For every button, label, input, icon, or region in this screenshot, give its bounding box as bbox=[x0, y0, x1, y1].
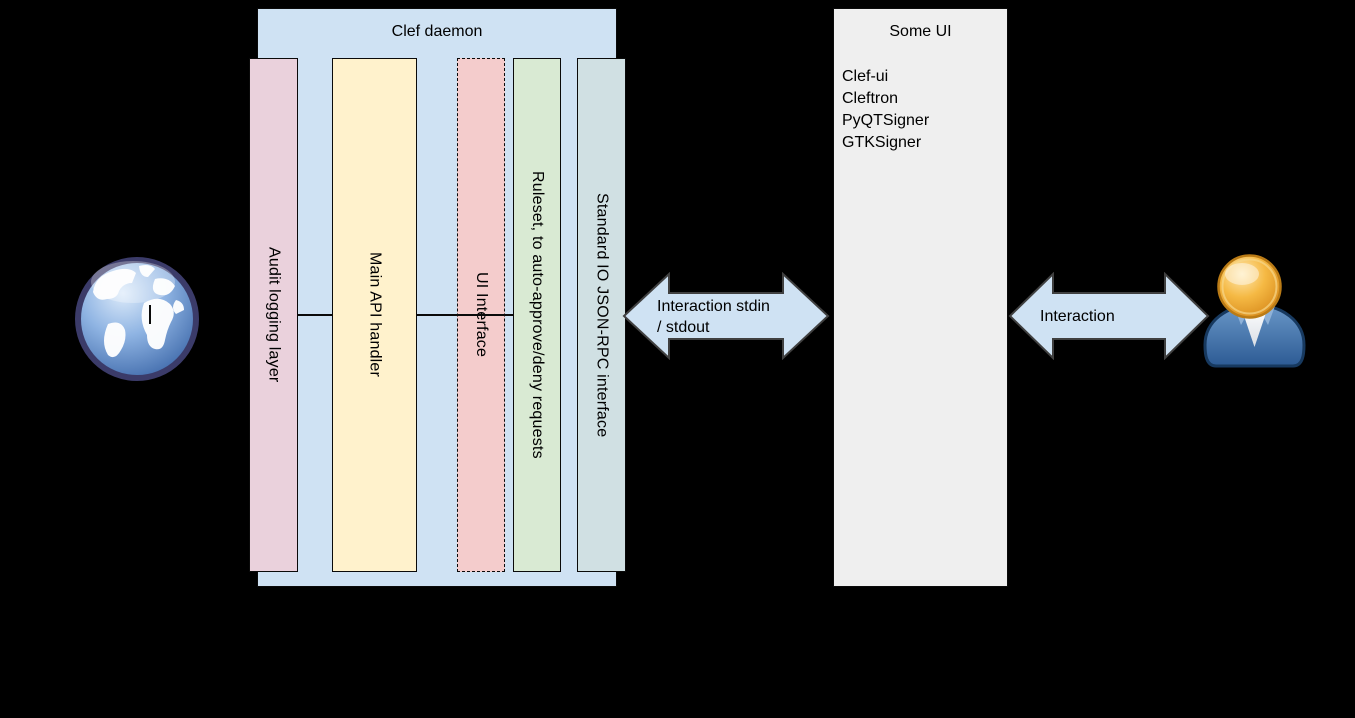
some-ui-list: Clef-ui Cleftron PyQTSigner GTKSigner bbox=[842, 66, 929, 154]
some-ui-title: Some UI bbox=[889, 23, 952, 40]
globe-connector-line bbox=[149, 305, 151, 324]
some-ui-item: Cleftron bbox=[842, 90, 899, 107]
some-ui-item: GTKSigner bbox=[842, 134, 922, 151]
layer-stdio-json-rpc-bar: Standard IO JSON-RPC interface bbox=[577, 58, 626, 572]
user-icon bbox=[1203, 254, 1306, 368]
user-interaction-arrow-icon bbox=[1008, 272, 1210, 360]
layer-main-api-handler-label: Main API handler bbox=[366, 252, 384, 378]
api-connector-line-right bbox=[417, 314, 513, 316]
clef-daemon-title: Clef daemon bbox=[391, 23, 483, 40]
stdio-interaction-arrow-label: Interaction stdin / stdout bbox=[657, 296, 770, 338]
some-ui-item: Clef-ui bbox=[842, 68, 889, 85]
layer-main-api-handler-bar: Main API handler bbox=[332, 58, 417, 572]
layer-audit-logging-label: Audit logging layer bbox=[265, 247, 283, 383]
some-ui-box: Some UI Clef-ui Cleftron PyQTSigner GTKS… bbox=[833, 8, 1008, 587]
double-arrow-shape bbox=[622, 272, 830, 360]
layer-stdio-json-rpc-label: Standard IO JSON-RPC interface bbox=[593, 192, 611, 438]
api-connector-line-left bbox=[298, 314, 332, 316]
some-ui-item: PyQTSigner bbox=[842, 112, 930, 129]
globe-icon bbox=[75, 257, 199, 381]
double-arrow-shape bbox=[1008, 272, 1210, 360]
stdio-arrow-label-line2: / stdout bbox=[657, 319, 710, 336]
clef-daemon-box: Clef daemon bbox=[257, 8, 617, 587]
layer-ruleset-bar: Ruleset, to auto-approve/deny requests bbox=[513, 58, 561, 572]
layer-ruleset-label: Ruleset, to auto-approve/deny requests bbox=[529, 171, 546, 459]
stdio-interaction-arrow-icon bbox=[622, 272, 830, 360]
layer-audit-logging-bar: Audit logging layer bbox=[249, 58, 298, 572]
user-interaction-arrow-label: Interaction bbox=[1040, 308, 1115, 325]
stdio-arrow-label-line1: Interaction stdin bbox=[657, 298, 770, 315]
